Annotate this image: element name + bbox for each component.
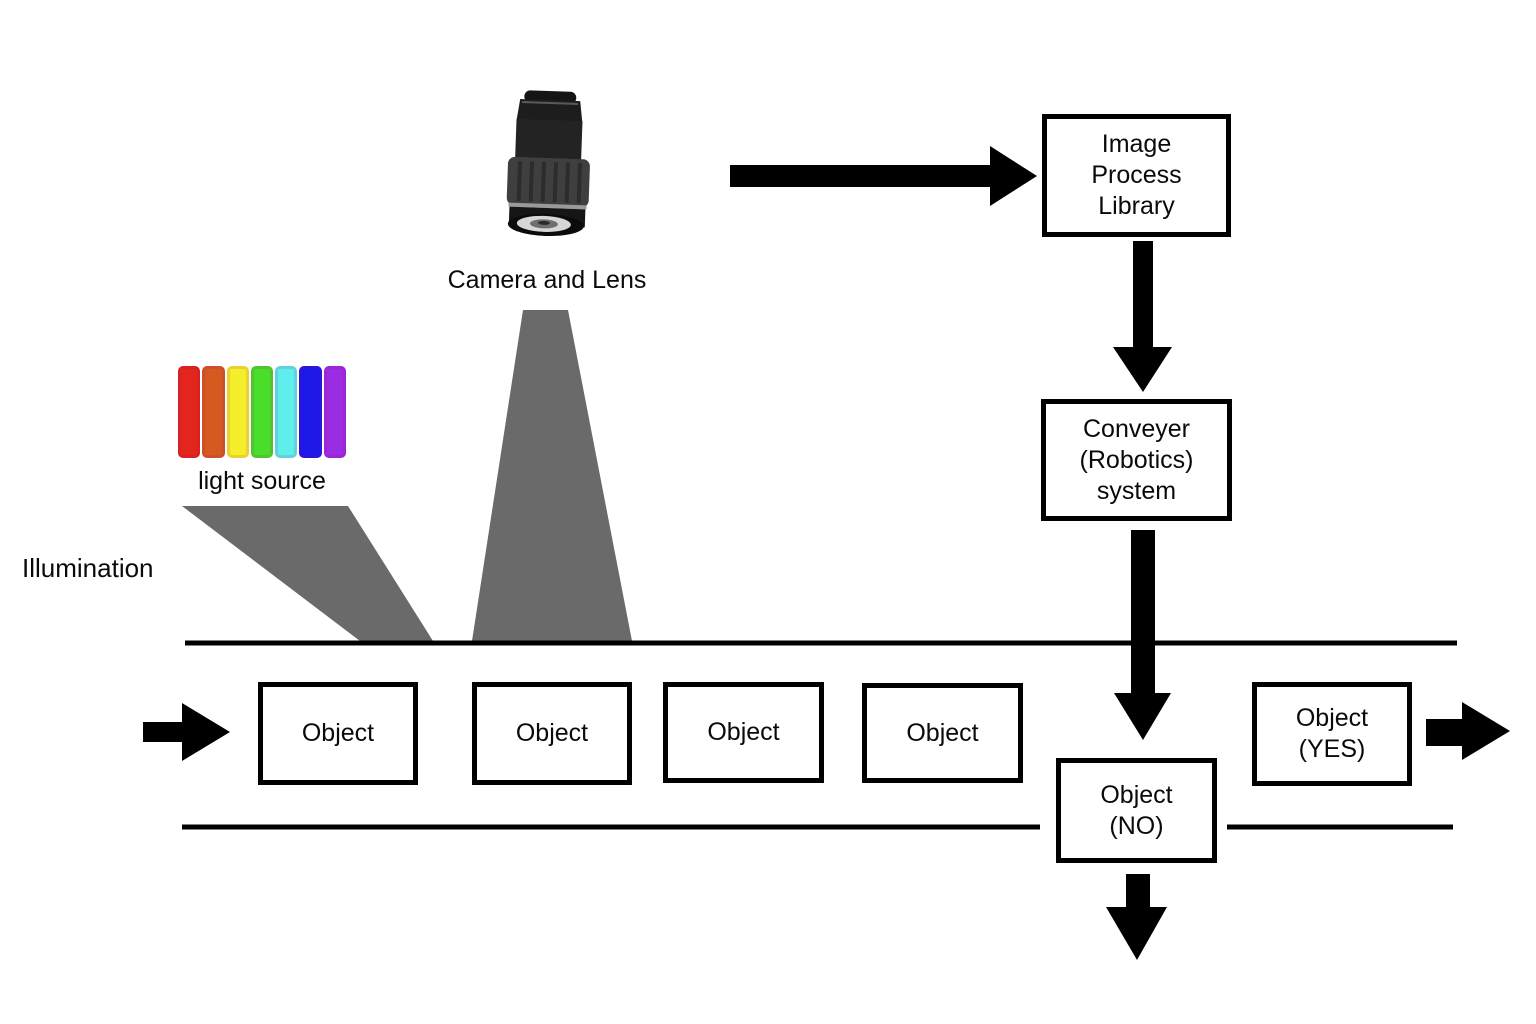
camera-lens-icon (506, 90, 590, 237)
spectrum-stripe-red (178, 366, 201, 458)
spectrum-stripe-purple (323, 366, 346, 458)
camera-view-beam (472, 310, 632, 641)
object-box: Object (663, 682, 824, 783)
object-box: Object (472, 682, 632, 785)
arrow-reject-down (1106, 874, 1167, 960)
arrow-belt-entry (143, 703, 230, 761)
light-source-icon (178, 366, 346, 458)
arrow-camera-to-library (730, 146, 1037, 206)
illumination-beam (182, 506, 433, 641)
image-process-library-box: Image Process Library (1042, 114, 1231, 237)
spectrum-stripe-green (250, 366, 274, 458)
light-source-label: light source (198, 467, 326, 495)
conveyer-robotics-system-box: Conveyer (Robotics) system (1041, 399, 1232, 521)
spectrum-stripe-orange (202, 366, 225, 458)
camera-and-lens-label: Camera and Lens (447, 266, 647, 294)
spectrum-stripe-blue (299, 366, 322, 458)
object-no-box: Object (NO) (1056, 758, 1217, 863)
illumination-label: Illumination (22, 553, 154, 583)
arrow-library-to-conveyer (1113, 241, 1172, 392)
object-box: Object (258, 682, 418, 785)
arrow-conveyer-to-belt (1114, 530, 1171, 740)
object-yes-box: Object (YES) (1252, 682, 1412, 786)
spectrum-stripe-yellow (226, 366, 249, 458)
spectrum-stripe-cyan (275, 366, 298, 458)
object-box: Object (862, 683, 1023, 783)
arrow-belt-exit (1426, 702, 1510, 760)
